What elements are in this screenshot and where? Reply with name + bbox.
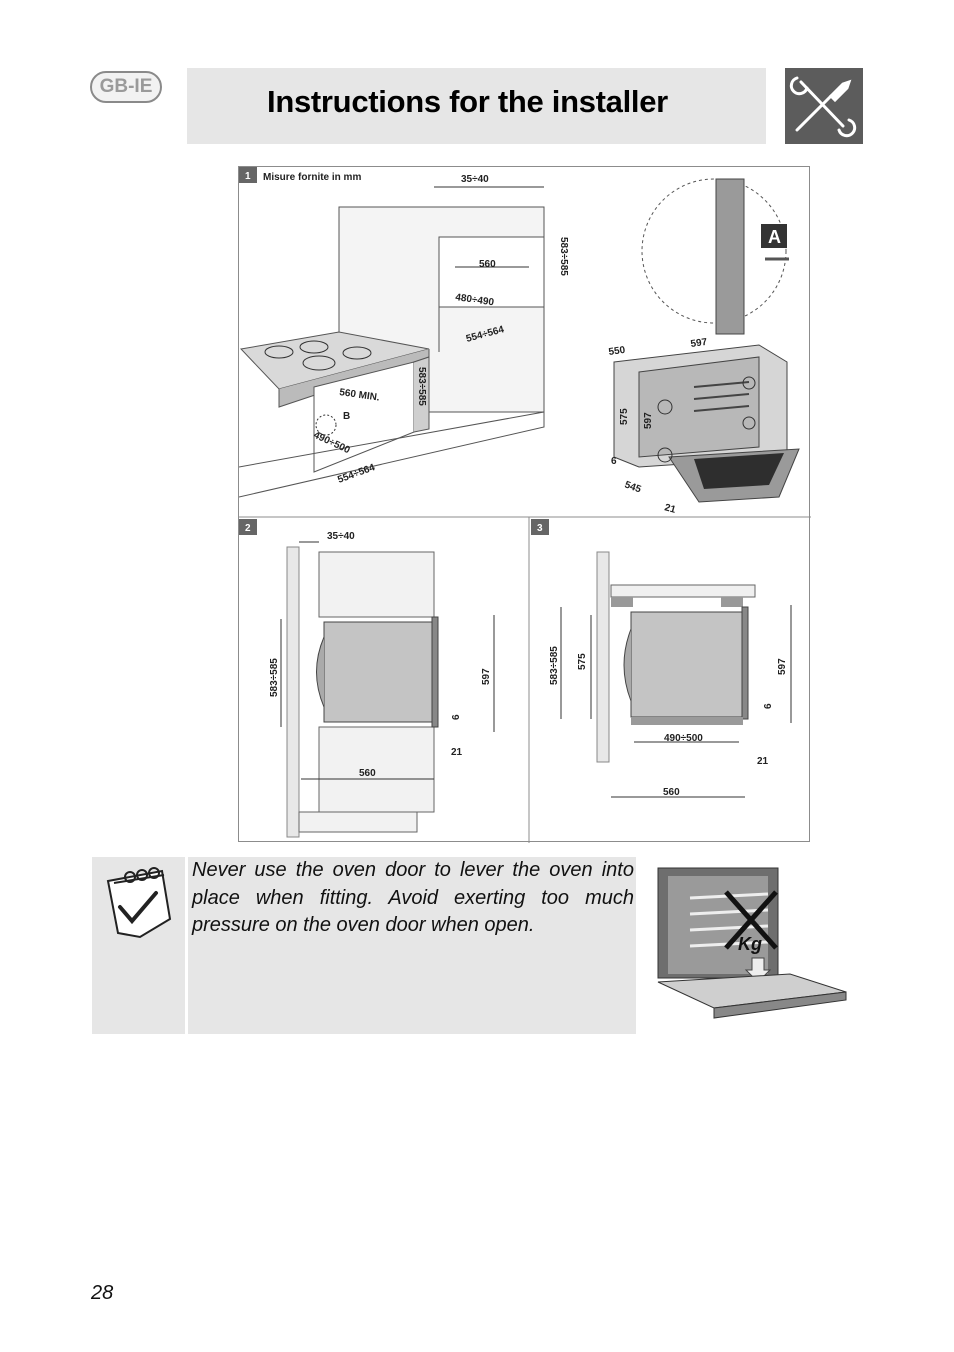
note-text: Never use the oven door to lever the ove… bbox=[192, 859, 634, 936]
detail-marker-a: A bbox=[768, 227, 781, 247]
page-title: Instructions for the installer bbox=[267, 84, 668, 119]
p3-dim-door-thickness: 21 bbox=[757, 756, 769, 767]
p3-dim-oven-height: 597 bbox=[777, 658, 788, 675]
screwdriver-wrench-icon bbox=[785, 68, 863, 144]
p3-dim-depth: 490÷500 bbox=[664, 733, 703, 744]
notepad-check-icon bbox=[106, 867, 172, 939]
weight-label: Kg bbox=[738, 934, 762, 954]
dim-bottom-gap: 6 bbox=[611, 456, 617, 467]
panel-1-caption: Misure fornite in mm bbox=[263, 172, 361, 183]
dim-top-gap: 35÷40 bbox=[461, 174, 489, 185]
marker-b: B bbox=[343, 411, 350, 422]
panel-2: 2 35÷40 583÷585 597 6 21 560 bbox=[239, 519, 495, 838]
dim-depth-lower: 545 bbox=[623, 479, 643, 495]
panel-3-number: 3 bbox=[537, 523, 543, 534]
panel-3: 3 583÷585 575 597 6 490÷500 21 560 bbox=[531, 519, 792, 798]
panel-3-number-box bbox=[531, 519, 549, 535]
dim-niche-depth-upper: 480÷490 bbox=[455, 292, 495, 308]
panel-1: 1 Misure fornite in mm 35÷40 583÷585 560 bbox=[239, 167, 800, 516]
dim-oven-height-inner: 575 bbox=[619, 408, 630, 425]
title-bar: Instructions for the installer bbox=[187, 68, 766, 144]
dim-niche-width-upper: 560 bbox=[479, 259, 496, 270]
panel-2-number: 2 bbox=[245, 523, 251, 534]
p3-dim-oven-height-inner: 575 bbox=[577, 653, 588, 670]
oven-door-warning-illustration: Kg bbox=[650, 858, 850, 1028]
page-number: 28 bbox=[91, 1282, 114, 1304]
dim-oven-height: 597 bbox=[643, 412, 654, 429]
p2-dim-door-thickness: 21 bbox=[451, 747, 463, 758]
dim-oven-width: 597 bbox=[690, 337, 708, 350]
p2-dim-top-gap: 35÷40 bbox=[327, 531, 355, 542]
panel-2-number-box bbox=[239, 519, 257, 535]
dim-niche-height-lower: 583÷585 bbox=[416, 367, 427, 406]
dim-niche-outer-lower: 554÷564 bbox=[336, 462, 377, 486]
installation-figure: 1 Misure fornite in mm 35÷40 583÷585 560 bbox=[238, 166, 811, 843]
dim-niche-height-upper: 583÷585 bbox=[558, 237, 569, 276]
dim-door-thickness: 21 bbox=[663, 502, 677, 516]
note-text-column: Never use the oven door to lever the ove… bbox=[188, 857, 636, 1034]
p2-dim-oven-height: 597 bbox=[481, 668, 492, 685]
panel-1-number: 1 bbox=[245, 171, 251, 182]
p2-dim-niche-height: 583÷585 bbox=[269, 658, 280, 697]
region-badge: GB-IE bbox=[90, 71, 162, 103]
panel-1-number-box bbox=[239, 167, 257, 183]
note-icon-column bbox=[92, 857, 185, 1034]
p3-dim-niche-width: 560 bbox=[663, 787, 680, 798]
p2-dim-bottom-gap: 6 bbox=[451, 714, 462, 720]
p2-dim-niche-width: 560 bbox=[359, 768, 376, 779]
dim-oven-depth: 550 bbox=[608, 345, 626, 358]
p3-dim-niche-height: 583÷585 bbox=[549, 646, 560, 685]
p3-dim-bottom-gap: 6 bbox=[763, 703, 774, 709]
